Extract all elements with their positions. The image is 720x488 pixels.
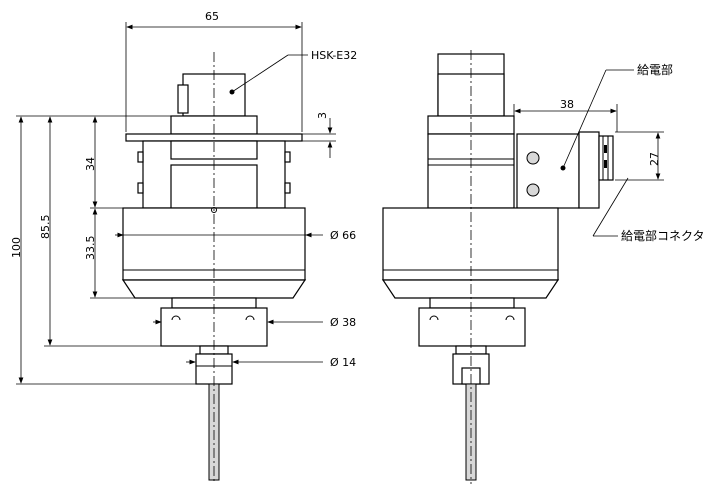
- side-screw: [284, 151, 291, 163]
- dim-flange-3: 3: [316, 112, 329, 119]
- dim-height-34: 34: [84, 157, 97, 171]
- side-main-body: [382, 207, 559, 281]
- side-screw: [137, 182, 144, 194]
- callout-connector: 給電部コネクタ: [621, 228, 705, 243]
- dim-dia-66: Ø 66: [330, 229, 356, 242]
- side-screw: [137, 151, 144, 163]
- dim-width-65: 65: [205, 10, 219, 23]
- side-screw: [284, 182, 291, 194]
- callout-power-supply: 給電部: [637, 62, 673, 77]
- supply-screw: [526, 151, 540, 165]
- label-hsk: HSK-E32: [311, 49, 357, 62]
- dim-offset-38: 38: [560, 98, 574, 111]
- power-supply-block: [516, 133, 580, 209]
- dim-height-85-5: 85.5: [39, 215, 52, 240]
- dim-dia-38: Ø 38: [330, 316, 356, 329]
- hsk-shank-left-step: [177, 84, 189, 114]
- dim-height-27: 27: [648, 152, 661, 166]
- center-mark: [211, 207, 217, 213]
- supply-screw: [526, 183, 540, 197]
- dim-dia-14: Ø 14: [330, 356, 356, 369]
- side-dimensions: 38 27 給電部 給電部コネクタ: [513, 62, 705, 243]
- side-lower-collar: [418, 307, 526, 347]
- side-view: [381, 50, 614, 484]
- front-dimensions: 65 HSK-E32 3 34 33.5 85.5 100 Ø 66: [10, 10, 357, 385]
- dim-height-33-5: 33.5: [84, 236, 97, 261]
- connector-head: [598, 135, 614, 181]
- dim-height-100: 100: [10, 237, 23, 258]
- front-view: [121, 52, 307, 484]
- connector-base: [578, 131, 600, 209]
